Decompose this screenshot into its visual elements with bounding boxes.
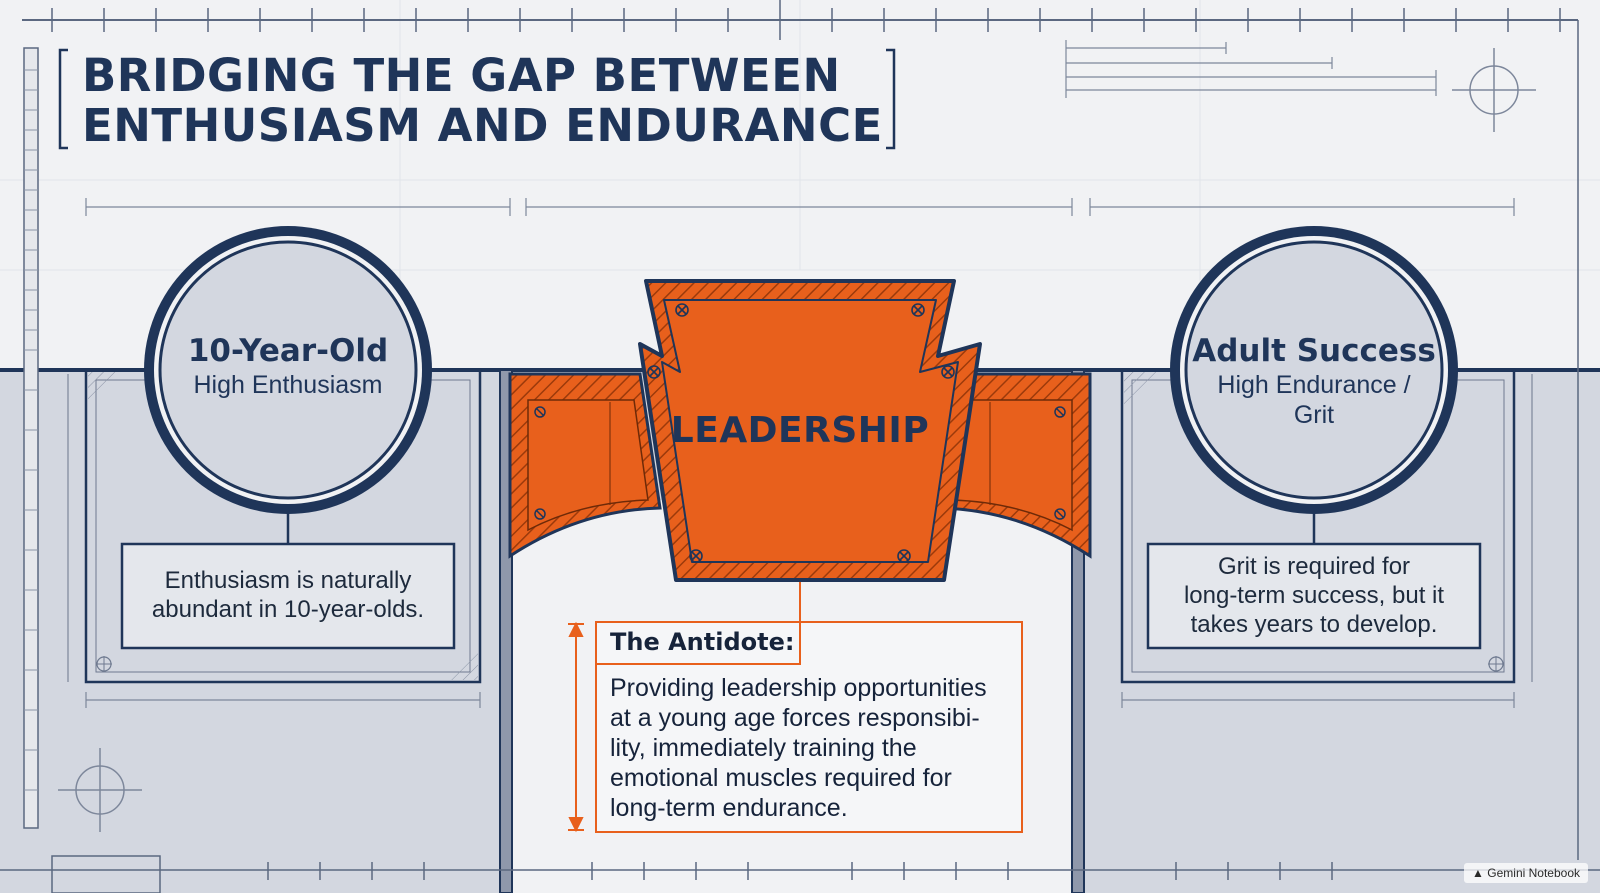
antidote-title: The Antidote: [610, 628, 795, 656]
crosshair-icon [58, 748, 142, 832]
right-circle-heading: Adult Success [1192, 333, 1436, 369]
title-block: BRIDGING THE GAP BETWEEN ENTHUSIASM AND … [60, 48, 900, 152]
antidote-box [595, 621, 1023, 833]
screw-icon [534, 406, 546, 520]
screw-icon [647, 303, 955, 563]
leadership-keystone [638, 279, 982, 582]
right-circle-subheading-line-1: High Endurance / [1217, 371, 1411, 399]
screw-icon [1054, 406, 1066, 520]
right-note-box [1146, 542, 1482, 650]
left-note-line-2: abundant in 10-year-olds. [151, 596, 425, 623]
beam-arm-right [938, 372, 1092, 559]
left-circle-subheading: High Enthusiasm [193, 371, 383, 399]
antidote-body-line-5: long-term endurance. [610, 794, 848, 822]
crosshair-icon [1452, 48, 1536, 132]
gemini-logo-icon: ▲ [1472, 866, 1484, 880]
left-circle [144, 226, 432, 514]
right-note-line-3: takes years to develop. [1190, 611, 1438, 638]
antidote-body-line-2: at a young age forces responsibi- [610, 704, 980, 732]
right-circle-text: Adult Success High Endurance / Grit [1184, 332, 1444, 430]
antidote-body: Providing leadership opportunities at a … [610, 673, 1020, 823]
left-circle-heading: 10-Year-Old [187, 333, 389, 369]
left-note: Enthusiasm is naturally abundant in 10-y… [122, 566, 454, 624]
bottom-ruler [0, 862, 1600, 880]
right-note: Grit is required for long-term success, … [1148, 552, 1480, 639]
top-ruler [51, 0, 1561, 40]
antidote-height-marker [568, 621, 584, 833]
antidote-body-line-3: lity, immediately training the [610, 734, 917, 762]
left-circle-text: 10-Year-Old High Enthusiasm [168, 332, 408, 400]
page-title-line-1: BRIDGING THE GAP BETWEEN [82, 49, 841, 102]
antidote-body-line-1: Providing leadership opportunities [610, 674, 987, 702]
right-circle [1170, 226, 1458, 514]
beam-arm-left [508, 372, 662, 559]
dimension-lines-top-right [1065, 40, 1437, 98]
right-circle-subheading-line-2: Grit [1293, 401, 1335, 429]
right-note-line-2: long-term success, but it [1183, 582, 1445, 609]
keystone-label: LEADERSHIP [670, 410, 930, 451]
watermark-label: Gemini Notebook [1487, 866, 1580, 880]
right-note-line-1: Grit is required for [1217, 553, 1411, 580]
antidote-body-line-4: emotional muscles required for [610, 764, 952, 792]
left-note-line-1: Enthusiasm is naturally [164, 567, 412, 594]
section-dimensions [67, 198, 1533, 708]
left-note-box [120, 542, 456, 650]
watermark: ▲ Gemini Notebook [1464, 863, 1588, 883]
left-ruler [23, 47, 39, 829]
page-title-line-2: ENTHUSIASM AND ENDURANCE [82, 99, 883, 152]
